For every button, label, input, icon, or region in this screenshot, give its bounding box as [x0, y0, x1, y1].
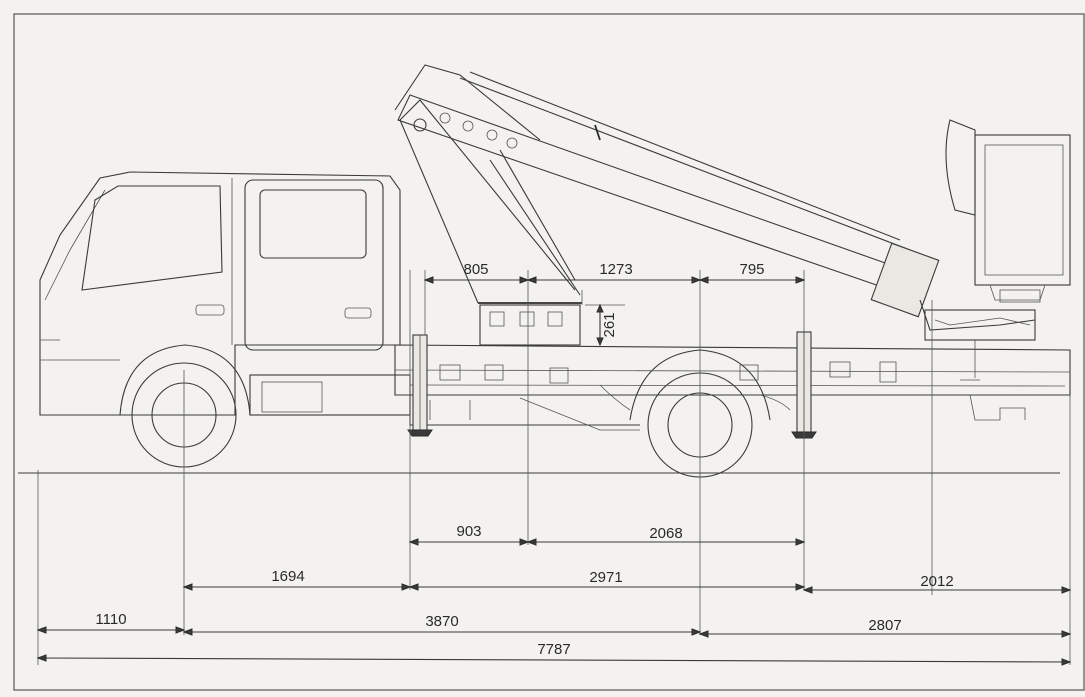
- dim-label-261: 261: [601, 312, 618, 337]
- dim-label-2807: 2807: [868, 617, 901, 634]
- dim-label-805: 805: [463, 261, 488, 278]
- dim-label-1694: 1694: [271, 568, 304, 585]
- front-outrigger: [407, 334, 433, 437]
- dimension-labels: 805 1273 795 261 903 2068 1694 2971 2012…: [95, 261, 953, 658]
- dim-label-7787: 7787: [537, 641, 570, 658]
- dim-label-1110: 1110: [95, 611, 126, 628]
- dim-label-2971: 2971: [589, 569, 622, 586]
- extension-lines: [37, 270, 1071, 665]
- work-platform: [945, 119, 1071, 303]
- boom-assembly: [394, 64, 1036, 341]
- dim-label-3870: 3870: [425, 613, 458, 630]
- dim-label-903: 903: [456, 523, 481, 540]
- dimension-lines: [36, 276, 1072, 666]
- dim-label-2068: 2068: [649, 525, 682, 542]
- dim-label-795: 795: [739, 261, 764, 278]
- drawing-frame: [13, 13, 1085, 691]
- truck-cab: [39, 171, 401, 416]
- front-wheel: [119, 344, 251, 468]
- turntable: [478, 302, 582, 346]
- dim-label-2012: 2012: [920, 573, 953, 590]
- chassis: [249, 340, 1071, 431]
- dim-label-1273: 1273: [599, 261, 632, 278]
- dim-line-7787: [37, 657, 1071, 663]
